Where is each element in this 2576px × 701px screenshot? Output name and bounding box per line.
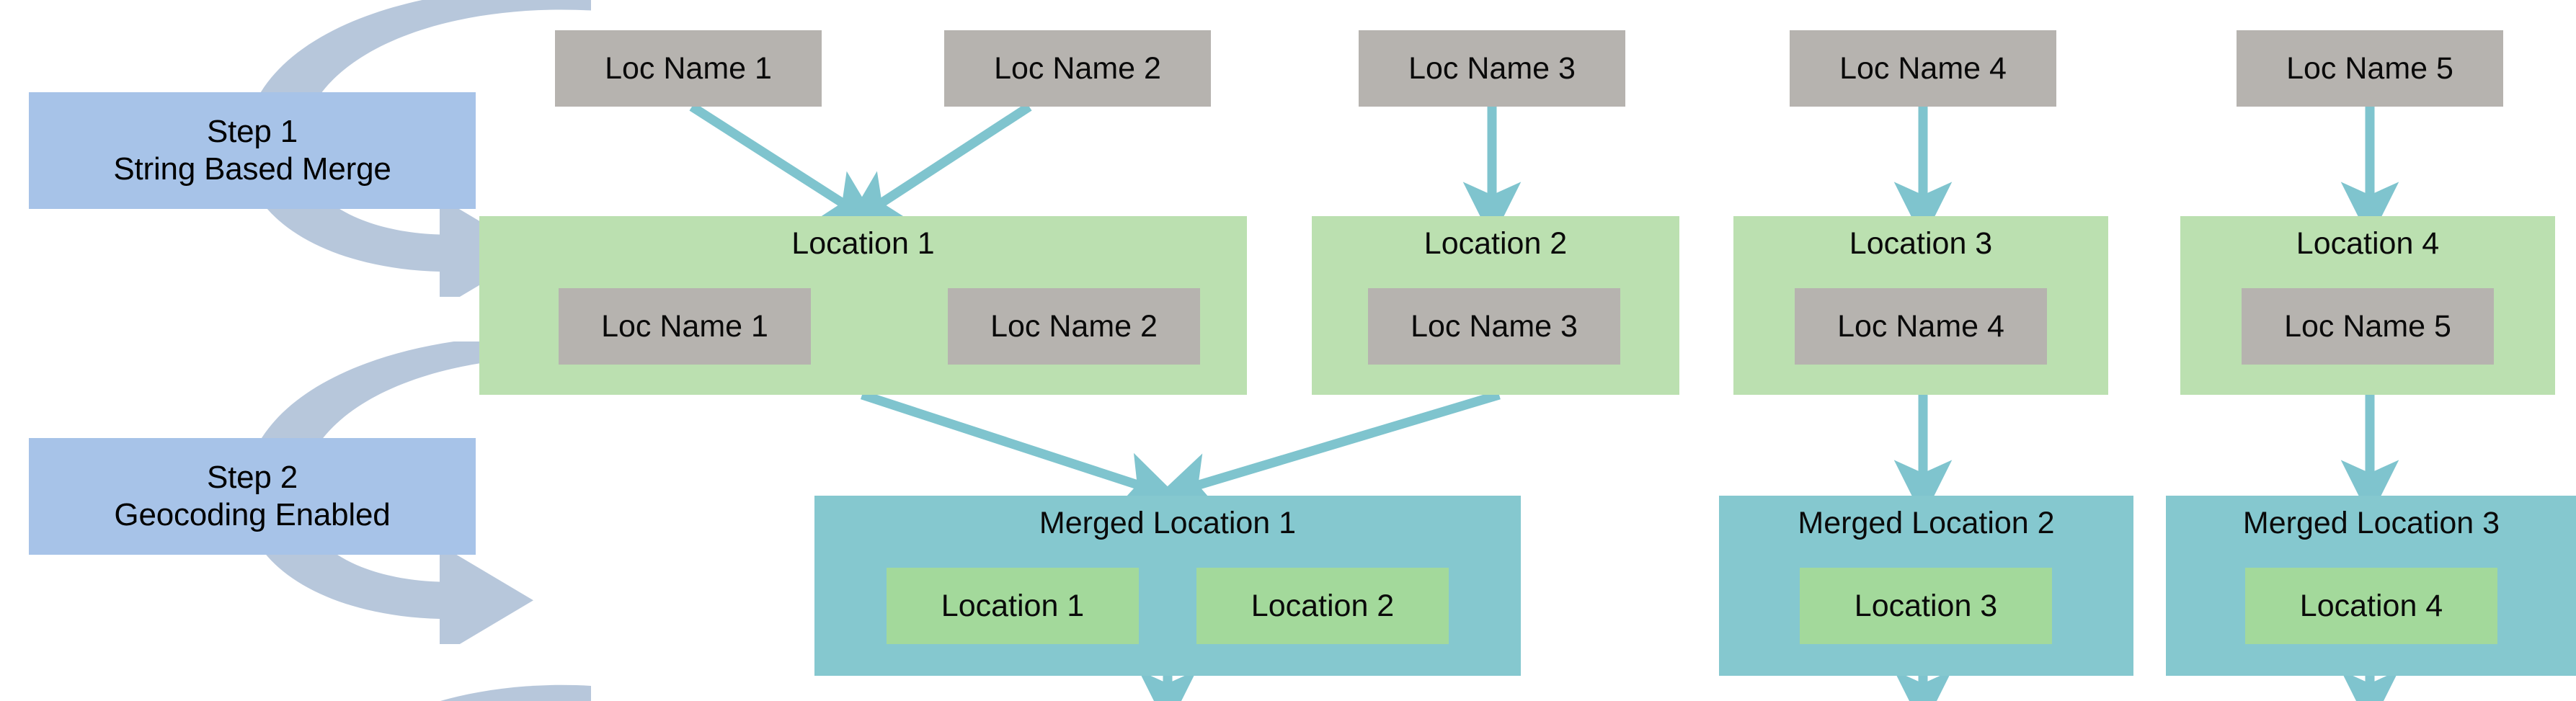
step-2-label: Step 2 Geocoding Enabled — [29, 438, 476, 555]
location-box-1-member-2[interactable]: Loc Name 2 — [948, 288, 1200, 365]
merged-location-box-1-member-1-label: Location 1 — [941, 588, 1085, 623]
source-box-loc-name-3[interactable]: Loc Name 3 — [1359, 30, 1625, 107]
step-2-description: Geocoding Enabled — [114, 497, 391, 532]
merged-location-box-2-member-1[interactable]: Location 3 — [1800, 568, 2052, 644]
location-box-4-title: Location 4 — [2296, 226, 2440, 261]
location-box-1-title: Location 1 — [791, 226, 935, 261]
step-3-curved-arrow-partial-icon — [440, 684, 591, 701]
source-box-loc-name-2[interactable]: Loc Name 2 — [944, 30, 1211, 107]
location-box-1-member-2-label: Loc Name 2 — [990, 308, 1158, 344]
edge-locname2-to-location1 — [844, 102, 1032, 228]
location-box-3-member-1[interactable]: Loc Name 4 — [1795, 288, 2047, 365]
merged-location-box-2-member-1-label: Location 3 — [1854, 588, 1998, 623]
step-2-curved-arrow-icon — [244, 341, 591, 644]
source-box-loc-name-5-label: Loc Name 5 — [2286, 50, 2453, 86]
location-box-1-member-1-label: Loc Name 1 — [601, 308, 768, 344]
merged-location-box-2[interactable]: Merged Location 2 Location 3 — [1719, 496, 2133, 676]
source-box-loc-name-1[interactable]: Loc Name 1 — [555, 30, 822, 107]
merged-location-box-3-member-1-label: Location 4 — [2299, 588, 2443, 623]
location-box-4-member-1-label: Loc Name 5 — [2284, 308, 2451, 344]
source-box-loc-name-3-label: Loc Name 3 — [1408, 50, 1576, 86]
step-1-label: Step 1 String Based Merge — [29, 92, 476, 209]
merged-location-box-3[interactable]: Merged Location 3 Location 4 — [2166, 496, 2576, 676]
location-box-2[interactable]: Location 2 Loc Name 3 — [1312, 216, 1679, 395]
edge-location2-to-merged1 — [1155, 390, 1501, 509]
location-box-2-title: Location 2 — [1424, 226, 1568, 261]
edge-location1-to-merged1 — [860, 390, 1181, 509]
source-box-loc-name-4[interactable]: Loc Name 4 — [1790, 30, 2056, 107]
merged-location-box-2-title: Merged Location 2 — [1798, 506, 2055, 540]
step-1-description: String Based Merge — [113, 151, 391, 187]
step-1-number: Step 1 — [206, 114, 298, 150]
merged-location-box-1-member-2-label: Location 2 — [1251, 588, 1395, 623]
step-1-curved-arrow-icon — [244, 0, 591, 297]
location-box-2-member-1[interactable]: Loc Name 3 — [1368, 288, 1620, 365]
location-box-3-member-1-label: Loc Name 4 — [1837, 308, 2004, 344]
location-box-3-title: Location 3 — [1849, 226, 1993, 261]
edge-locname1-to-location1 — [689, 102, 880, 228]
location-box-4[interactable]: Location 4 Loc Name 5 — [2180, 216, 2555, 395]
location-box-1-member-1[interactable]: Loc Name 1 — [559, 288, 811, 365]
source-box-loc-name-1-label: Loc Name 1 — [605, 50, 772, 86]
location-box-2-member-1-label: Loc Name 3 — [1411, 308, 1578, 344]
location-box-3[interactable]: Location 3 Loc Name 4 — [1733, 216, 2108, 395]
merged-location-box-3-title: Merged Location 3 — [2242, 506, 2500, 540]
location-box-1[interactable]: Location 1 Loc Name 1 Loc Name 2 — [479, 216, 1247, 395]
merged-location-box-1-title: Merged Location 1 — [1039, 506, 1297, 540]
source-box-loc-name-4-label: Loc Name 4 — [1839, 50, 2007, 86]
step-2-number: Step 2 — [206, 460, 298, 496]
merged-location-box-3-member-1[interactable]: Location 4 — [2245, 568, 2497, 644]
source-box-loc-name-5[interactable]: Loc Name 5 — [2237, 30, 2503, 107]
merged-location-box-1[interactable]: Merged Location 1 Location 1 Location 2 — [814, 496, 1521, 676]
merged-location-box-1-member-2[interactable]: Location 2 — [1196, 568, 1449, 644]
source-box-loc-name-2-label: Loc Name 2 — [994, 50, 1161, 86]
merged-location-box-1-member-1[interactable]: Location 1 — [887, 568, 1139, 644]
location-box-4-member-1[interactable]: Loc Name 5 — [2242, 288, 2494, 365]
